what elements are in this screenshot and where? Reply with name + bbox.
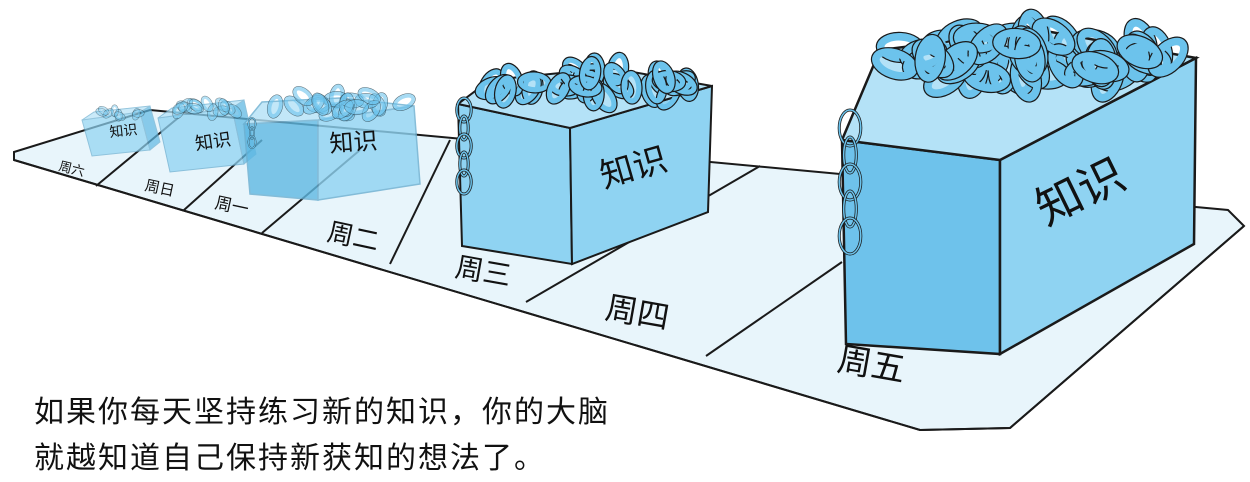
box-label-sunday: 知识 xyxy=(194,129,233,155)
chain-pile xyxy=(95,8,1189,256)
slot-divider xyxy=(705,261,843,357)
chain-link-outline xyxy=(110,104,119,118)
chain-link xyxy=(344,99,369,115)
chain-link xyxy=(267,94,284,119)
chain-link-outline xyxy=(651,60,676,95)
chain-link-outline xyxy=(311,92,330,116)
hanging-chain-link xyxy=(456,133,472,159)
chain-link xyxy=(292,86,314,106)
knowledge-growth-illustration: 知识 知识 知识 知识 知识 周六 周日 周一 周二 周三 周四 周五 xyxy=(13,8,1246,432)
hanging-chain-link xyxy=(247,117,257,131)
chain-link-outline xyxy=(493,74,517,109)
hanging-chain-link xyxy=(459,151,469,177)
chain-link xyxy=(218,98,230,116)
chain-link-outline xyxy=(188,98,204,113)
chain-link xyxy=(114,109,123,122)
chain-link-outline xyxy=(132,109,145,118)
day-label-sunday: 周日 xyxy=(143,176,176,200)
chain-link-outline xyxy=(1116,34,1164,70)
chain-link xyxy=(1116,34,1163,69)
illustration-stage: 知识 知识 知识 知识 知识 周六 周日 周一 周二 周三 周四 周五 如果你每… xyxy=(13,8,1246,476)
chain-link xyxy=(517,71,552,94)
hanging-chain-link xyxy=(459,115,469,141)
chain-link xyxy=(871,47,919,81)
hanging-chain-link xyxy=(456,97,472,123)
chain-link xyxy=(283,95,304,117)
chain-link-outline xyxy=(1071,51,1120,85)
box-label-monday: 知识 xyxy=(328,127,378,158)
chain-link xyxy=(102,108,114,119)
chain-link-outline xyxy=(578,55,602,91)
hanging-chain-link xyxy=(249,126,255,140)
chain-link-outline xyxy=(620,69,643,105)
chain-link-outline xyxy=(217,98,230,116)
chain-link-outline xyxy=(344,99,369,115)
chain-link xyxy=(95,108,108,117)
day-label-saturday: 周六 xyxy=(57,159,86,180)
chain-link xyxy=(620,70,643,105)
caption-line-2: 就越知道自己保持新获知的想法了。 xyxy=(34,441,546,476)
knowledge-box-saturday xyxy=(81,105,161,157)
chain-link xyxy=(114,111,126,121)
hanging-chain-link xyxy=(838,109,862,147)
chain-link xyxy=(311,92,330,116)
chain-link xyxy=(579,56,601,91)
chain-link xyxy=(98,106,110,116)
hanging-chain-link xyxy=(838,163,862,201)
chain-link-outline xyxy=(113,111,126,121)
caption-line-1: 如果你每天坚持练习新的知识，你的大脑 xyxy=(34,395,610,430)
chain-link-outline xyxy=(131,108,141,121)
caption-text: 如果你每天坚持练习新的知识，你的大脑 就越知道自己保持新获知的想法了。 xyxy=(34,390,610,482)
chain-link-outline xyxy=(172,101,189,115)
chain-link xyxy=(1031,17,1076,56)
chain-link xyxy=(546,72,571,105)
chain-link xyxy=(392,93,416,111)
platform-edge xyxy=(13,159,1245,432)
chain-link-outline xyxy=(545,72,572,105)
chain-link-outline xyxy=(266,94,284,119)
chain-link-outline xyxy=(392,93,416,111)
chain-link-outline xyxy=(914,33,947,83)
chain-link xyxy=(172,101,189,115)
hanging-chain-link xyxy=(842,190,858,228)
chain-link-outline xyxy=(102,108,114,119)
chain-link-outline xyxy=(114,109,123,122)
chain-link-outline xyxy=(95,107,108,117)
hanging-chain-link xyxy=(456,169,472,195)
chain-link xyxy=(494,74,517,109)
chain-link xyxy=(992,28,1041,59)
chain-link xyxy=(568,75,603,98)
slot-divider xyxy=(389,139,451,265)
chain-link xyxy=(110,104,119,117)
chain-link-outline xyxy=(97,105,110,116)
hanging-chain-link xyxy=(838,217,862,255)
chain-link xyxy=(914,34,946,83)
chain-link xyxy=(200,95,214,112)
chain-link-outline xyxy=(568,74,603,98)
chain-link xyxy=(1071,51,1119,85)
chain-link xyxy=(357,87,381,105)
chain-link xyxy=(132,108,141,121)
chain-link xyxy=(652,60,676,94)
chain-link-outline xyxy=(992,27,1042,60)
hanging-chain-link xyxy=(247,135,257,149)
box-label-saturday: 知识 xyxy=(109,121,139,141)
hanging-chain-link xyxy=(842,136,858,174)
chain-link xyxy=(132,109,145,118)
